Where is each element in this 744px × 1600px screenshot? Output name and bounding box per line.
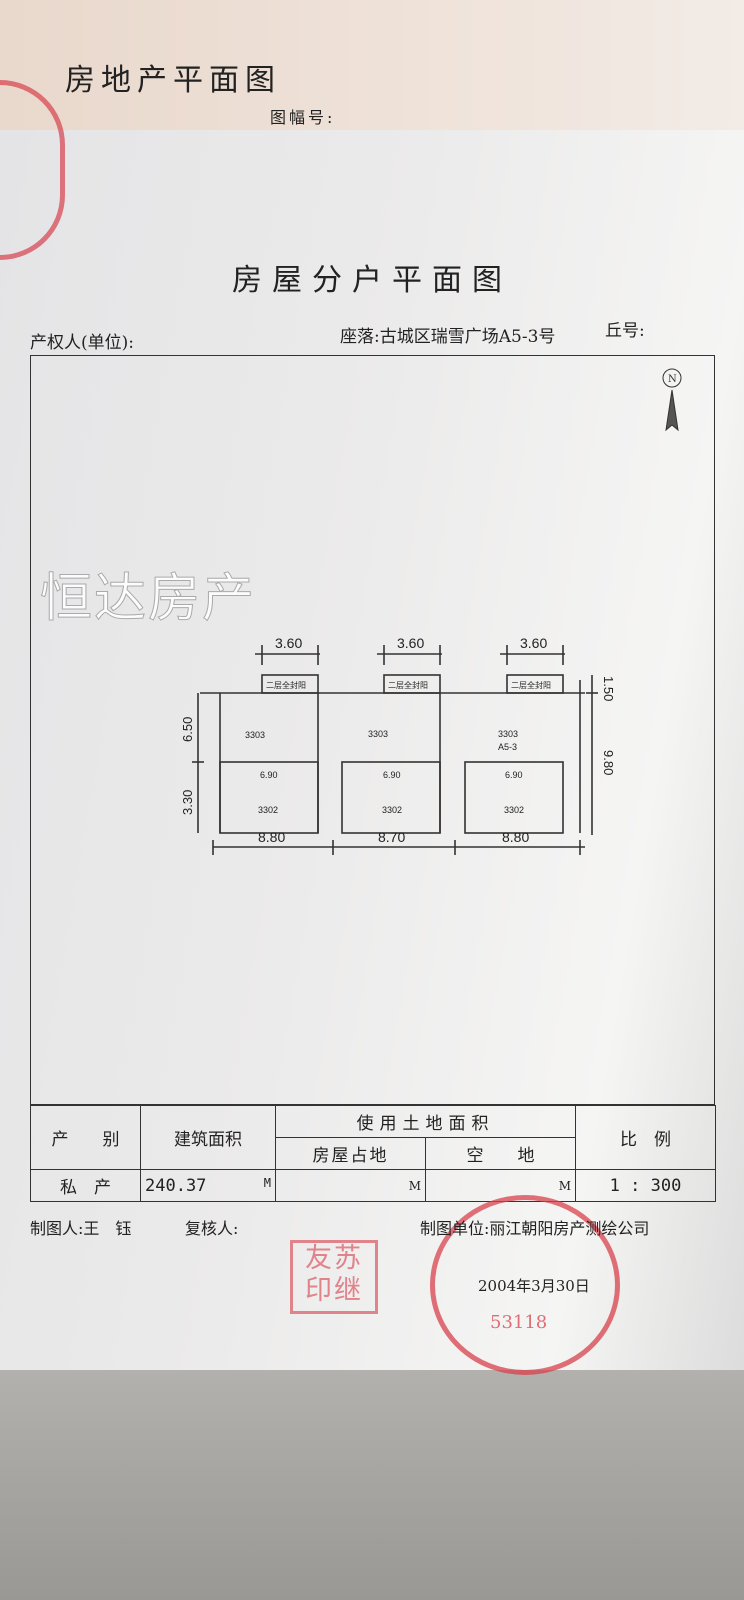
dim-inner-1: 6.90 <box>260 770 278 780</box>
balcony-2: 二层全封阳 <box>388 680 428 690</box>
dim-inner-2: 6.90 <box>383 770 401 780</box>
dim-right-2: 9.80 <box>601 750 616 775</box>
company-seal: 53118 <box>430 1195 620 1375</box>
th-type: 产 别 <box>30 1105 141 1170</box>
balcony-3: 二层全封阳 <box>511 680 551 690</box>
cell-occupied-unit: M <box>275 1169 426 1202</box>
location: 座落:古城区瑞雪广场A5-3号 <box>340 327 556 347</box>
table-surface <box>0 1370 744 1600</box>
room-lower-2: 3302 <box>382 805 402 815</box>
reviewer-seal: 友苏印继 <box>290 1240 378 1314</box>
room-upper-1: 3303 <box>245 730 265 740</box>
dim-left-1: 6.50 <box>180 717 195 742</box>
dim-top-1: 3.60 <box>275 635 302 651</box>
dim-right-1: 1.50 <box>601 676 616 701</box>
floor-plan: N 3.60 3.60 3.60 二层全封阳 二层全封阳 二层全封阳 3303 … <box>180 368 682 855</box>
form-title: 房屋分户平面图 <box>232 263 512 298</box>
back-sheet <box>0 0 744 150</box>
dim-top-3: 3.60 <box>520 635 547 651</box>
dim-bottom-1: 8.80 <box>258 829 285 845</box>
seal-code: 53118 <box>490 1312 548 1333</box>
room-upper-3: 3303 <box>498 729 518 739</box>
room-lower-1: 3302 <box>258 805 278 815</box>
th-occupied: 房屋占地 <box>275 1137 426 1170</box>
th-ratio: 比 例 <box>575 1105 716 1170</box>
compass-label: N <box>668 374 677 385</box>
room-lower-3: 3302 <box>504 805 524 815</box>
balcony-1: 二层全封阳 <box>266 680 306 690</box>
dim-left-2: 3.30 <box>180 790 195 815</box>
cell-area: 240.37 <box>145 1175 207 1196</box>
watermark: 恒达房产 <box>39 569 257 630</box>
th-area: 建筑面积 <box>140 1105 276 1170</box>
owner-label: 产权人(单位): <box>30 333 134 353</box>
dim-bottom-3: 8.80 <box>502 829 529 845</box>
compass-icon <box>662 368 682 432</box>
plan-frame <box>30 355 715 1105</box>
drawer: 制图人:王 钰 <box>30 1219 132 1238</box>
company: 制图单位:丽江朝阳房产测绘公司 <box>420 1219 650 1238</box>
area-table: 产 别 建筑面积 使用土地面积 比 例 房屋占地 空 地 私 产 240.37 M… <box>30 1105 716 1202</box>
cell-area-unit: M <box>263 1175 271 1190</box>
sheet-no-label: 图幅号: <box>270 108 336 127</box>
th-land: 使用土地面积 <box>275 1105 576 1138</box>
parcel-label: 丘号: <box>605 321 645 341</box>
doc-title: 房地产平面图 <box>65 63 281 98</box>
unit-tag: A5-3 <box>498 742 517 752</box>
cell-open-unit: M <box>425 1169 576 1202</box>
dim-inner-3: 6.90 <box>505 770 523 780</box>
date: 2004年3月30日 <box>478 1277 590 1295</box>
th-open: 空 地 <box>425 1137 576 1170</box>
dim-bottom-2: 8.70 <box>378 829 405 845</box>
cell-type: 私 产 <box>30 1169 141 1202</box>
cell-ratio: 1 : 300 <box>575 1169 716 1202</box>
dim-top-2: 3.60 <box>397 635 424 651</box>
room-upper-2: 3303 <box>368 729 388 739</box>
reviewer: 复核人: <box>185 1219 239 1238</box>
